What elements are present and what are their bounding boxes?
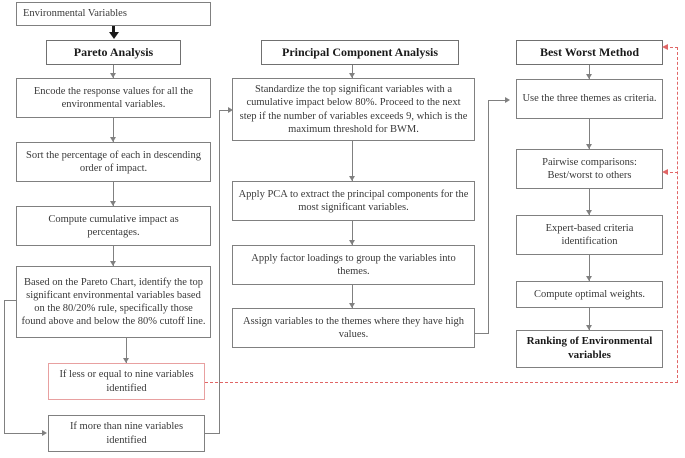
connector-pareto-1-2-stem: [113, 118, 114, 142]
feedback-loop-horizontal: [205, 382, 678, 383]
connector-pareto-3-4-stem: [113, 246, 114, 266]
node-pca-step-3[interactable]: Apply factor loadings to group the varia…: [232, 245, 475, 285]
node-decision-nine-or-less[interactable]: If less or equal to nine variables ident…: [48, 363, 205, 400]
node-pca-step-1-label: Standardize the top significant variable…: [239, 84, 468, 135]
node-pca-step-2-label: Apply PCA to extract the principal compo…: [238, 188, 469, 213]
connector-pca-header-stem: [352, 65, 353, 78]
node-decision-more-than-nine[interactable]: If more than nine variables identified: [48, 415, 205, 452]
node-pca-step-2[interactable]: Apply PCA to extract the principal compo…: [232, 181, 475, 221]
node-pareto-step-1-label: Encode the response values for all the e…: [33, 85, 194, 110]
connector-bwm-header-arrow: [586, 74, 592, 79]
connector-pareto-header-stem: [113, 65, 114, 78]
feedback-loop-branch-top: [665, 47, 678, 48]
connector-loop-left-vertical: [4, 300, 5, 434]
node-pca-step-1[interactable]: Standardize the top significant variable…: [232, 78, 475, 141]
connector-pca-3-4-stem: [352, 285, 353, 308]
connector-bwm-4-result-stem: [589, 308, 590, 330]
connector-pareto-header-arrow: [110, 73, 116, 78]
feedback-loop-arrow-to-bwm-header: [662, 44, 668, 50]
node-pca-step-3-label: Apply factor loadings to group the varia…: [251, 252, 456, 277]
connector-bwm-1-2-arrow: [586, 144, 592, 149]
connector-pareto-4-decision-stem: [126, 338, 127, 363]
node-bwm-step-4[interactable]: Compute optimal weights.: [516, 281, 663, 308]
node-pareto-step-3-label: Compute cumulative impact as percentages…: [48, 213, 179, 238]
node-bwm-result-label: Ranking of Environmental variables: [526, 335, 653, 361]
connector-bwm-3-4-stem: [589, 255, 590, 281]
connector-pareto-3-4-arrow: [110, 261, 116, 266]
feedback-loop-vertical: [677, 47, 678, 383]
node-pca-step-4[interactable]: Assign variables to the themes where the…: [232, 308, 475, 348]
header-best-worst-method-label: Best Worst Method: [539, 45, 640, 59]
connector-pareto-to-pca-top: [219, 110, 230, 111]
node-bwm-step-3[interactable]: Expert-based criteria identification: [516, 215, 663, 255]
node-environmental-variables[interactable]: Environmental Variables: [16, 2, 211, 26]
node-bwm-step-1-label: Use the three themes as criteria.: [522, 93, 657, 105]
header-pareto-analysis-label: Pareto Analysis: [73, 45, 154, 59]
node-decision-more-than-nine-label: If more than nine variables identified: [69, 421, 184, 446]
connector-bwm-2-3-stem: [589, 189, 590, 215]
connector-pca-header-arrow: [349, 73, 355, 78]
connector-loop-left-arrow: [42, 430, 47, 436]
node-pareto-step-3[interactable]: Compute cumulative impact as percentages…: [16, 206, 211, 246]
connector-pareto-to-pca-arrow: [228, 107, 233, 113]
connector-loop-left-bottom: [4, 433, 44, 434]
connector-loop-left-top: [4, 300, 17, 301]
node-environmental-variables-label: Environmental Variables: [23, 8, 127, 20]
node-pareto-step-4-label: Based on the Pareto Chart, identify the …: [21, 276, 206, 328]
connector-pareto-4-decision-arrow: [123, 358, 129, 363]
node-bwm-step-3-label: Expert-based criteria identification: [545, 222, 634, 247]
node-bwm-step-2-label: Pairwise comparisons: Best/worst to othe…: [542, 156, 637, 181]
connector-bwm-3-4-arrow: [586, 276, 592, 281]
header-principal-component-analysis-label: Principal Component Analysis: [281, 45, 439, 59]
connector-pca-1-2-arrow: [349, 176, 355, 181]
connector-pca-2-3-stem: [352, 221, 353, 245]
node-decision-nine-or-less-label: If less or equal to nine variables ident…: [59, 369, 194, 394]
header-principal-component-analysis[interactable]: Principal Component Analysis: [261, 40, 459, 65]
node-pareto-step-1[interactable]: Encode the response values for all the e…: [16, 78, 211, 118]
connector-pareto-2-3-arrow: [110, 201, 116, 206]
connector-pareto-2-3-stem: [113, 182, 114, 206]
connector-pca-to-bwm-bottom: [475, 333, 489, 334]
node-bwm-step-4-label: Compute optimal weights.: [533, 288, 646, 300]
connector-bwm-1-2-stem: [589, 119, 590, 149]
node-pca-step-4-label: Assign variables to the themes where the…: [242, 315, 465, 340]
header-best-worst-method[interactable]: Best Worst Method: [516, 40, 663, 65]
connector-pca-to-bwm-vertical: [488, 100, 489, 334]
node-bwm-result[interactable]: Ranking of Environmental variables: [516, 330, 663, 368]
connector-pca-2-3-arrow: [349, 240, 355, 245]
feedback-loop-branch-middle: [665, 172, 678, 173]
connector-bwm-2-3-arrow: [586, 210, 592, 215]
connector-entry-to-pareto-stem: [112, 26, 115, 36]
node-pareto-step-4[interactable]: Based on the Pareto Chart, identify the …: [16, 266, 211, 338]
connector-pca-to-bwm-top: [488, 100, 507, 101]
node-pareto-step-2[interactable]: Sort the percentage of each in descendin…: [16, 142, 211, 182]
connector-pareto-to-pca-vertical: [219, 110, 220, 434]
connector-entry-to-pareto-arrow: [109, 32, 119, 39]
connector-bwm-4-result-arrow: [586, 325, 592, 330]
feedback-loop-arrow-to-pairwise: [662, 169, 668, 175]
node-bwm-step-2[interactable]: Pairwise comparisons: Best/worst to othe…: [516, 149, 663, 189]
connector-pareto-to-pca-bottom: [205, 433, 220, 434]
connector-pareto-1-2-arrow: [110, 137, 116, 142]
node-pareto-step-2-label: Sort the percentage of each in descendin…: [26, 149, 201, 174]
header-pareto-analysis[interactable]: Pareto Analysis: [46, 40, 181, 65]
connector-pca-3-4-arrow: [349, 303, 355, 308]
connector-pca-1-2-stem: [352, 141, 353, 181]
node-bwm-step-1[interactable]: Use the three themes as criteria.: [516, 79, 663, 119]
connector-pca-to-bwm-arrow: [505, 97, 510, 103]
connector-bwm-header-stem: [589, 65, 590, 79]
